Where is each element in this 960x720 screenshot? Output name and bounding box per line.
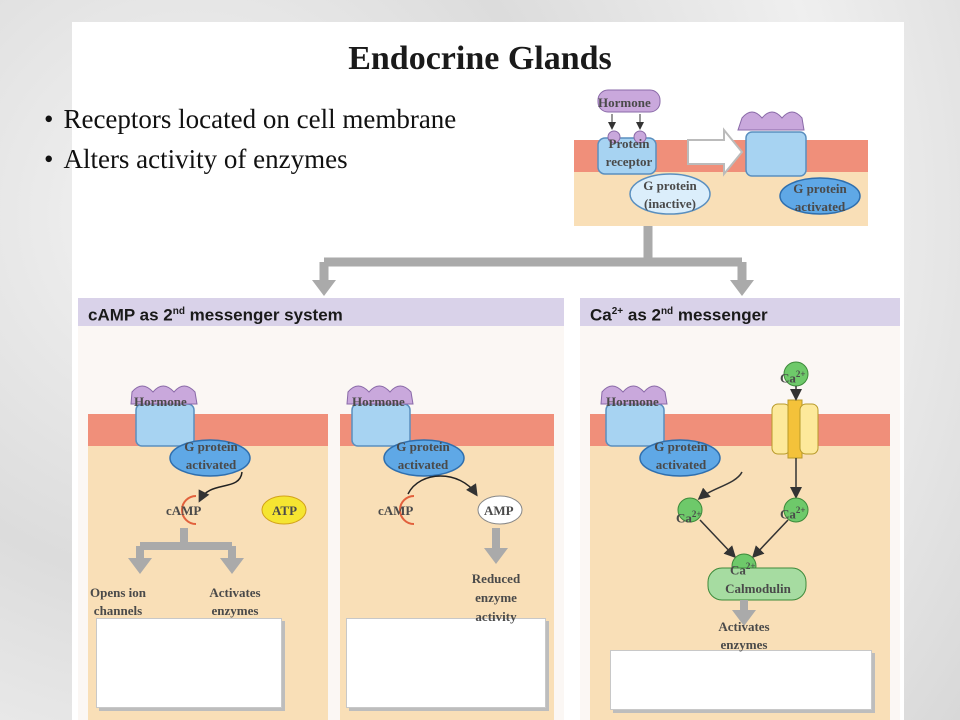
arrowhead-calmodulin <box>732 610 756 626</box>
cell-left-atp <box>261 495 307 525</box>
top-receptor-inactive <box>597 130 657 175</box>
cell-middle-receptor <box>346 385 414 447</box>
arrowhead-opens-ion <box>128 558 152 574</box>
camp-panel-header: cAMP as 2nd messenger system <box>78 298 564 326</box>
cell-middle-camp-ring <box>399 495 415 525</box>
cell-left-receptor <box>130 385 198 447</box>
cell-right-hormone-label: Hormone <box>606 394 659 409</box>
cell-left-split-arrows <box>136 528 236 560</box>
cell-middle-camp-label: cAMP <box>378 503 414 518</box>
ca-label-right: Ca2+ <box>780 505 806 522</box>
calcium-channel <box>771 399 819 459</box>
top-gprotein-inactive-label: G protein(inactive) <box>643 178 697 211</box>
calmodulin-complex <box>707 567 807 601</box>
cell-left-curve-arrow <box>198 471 243 503</box>
ca-converge-right <box>751 519 789 559</box>
cell-right-gprotein <box>639 439 721 477</box>
slide-title: Endocrine Glands <box>348 40 612 77</box>
top-gprotein-active <box>779 177 861 215</box>
activation-arrow <box>687 127 744 177</box>
cell-left-gprotein <box>169 439 251 477</box>
bullet-item: Receptors located on cell membrane <box>44 104 456 135</box>
arrowhead-reduced <box>484 548 508 564</box>
result-box-left <box>96 618 282 708</box>
ca-label-left: Ca2+ <box>676 509 702 526</box>
top-receptor-active <box>737 111 807 177</box>
top-hormone-label: Hormone <box>598 95 651 110</box>
result-box-right <box>610 650 872 710</box>
cell-middle-curve-arrow <box>407 475 478 497</box>
cell-middle-amp <box>477 495 523 525</box>
ca-converge-left <box>699 519 737 559</box>
calmodulin-label: Calmodulin <box>725 581 791 596</box>
cell-left-atp-label: ATP <box>272 503 298 518</box>
cell-left-camp-ring <box>181 495 197 525</box>
cell-left-hormone-label: Hormone <box>134 394 187 409</box>
branch-arrows <box>319 226 747 282</box>
cell-middle-amp-label: AMP <box>484 503 514 518</box>
arrowhead-right <box>730 280 754 296</box>
ca-ion-left <box>677 497 703 523</box>
ca-label-bound: Ca2+ <box>730 561 756 578</box>
arrowhead-left <box>312 280 336 296</box>
ca-label-outside: Ca2+ <box>780 369 806 386</box>
arrowhead-activates-enzymes <box>220 558 244 574</box>
cell-middle-gprotein <box>383 439 465 477</box>
cell-right-curve-arrow <box>697 471 743 500</box>
cell-right-receptor <box>600 385 668 447</box>
cell-left-camp-label: cAMP <box>166 503 202 518</box>
calcium-panel-header: Ca2+ as 2nd messenger <box>580 298 900 326</box>
bullet-item: Alters activity of enzymes <box>44 144 347 175</box>
result-box-middle <box>346 618 546 708</box>
top-gprotein-inactive <box>629 173 711 215</box>
top-hormone <box>597 89 661 130</box>
ca-ion-right <box>783 497 809 523</box>
cell-middle-hormone-label: Hormone <box>352 394 405 409</box>
